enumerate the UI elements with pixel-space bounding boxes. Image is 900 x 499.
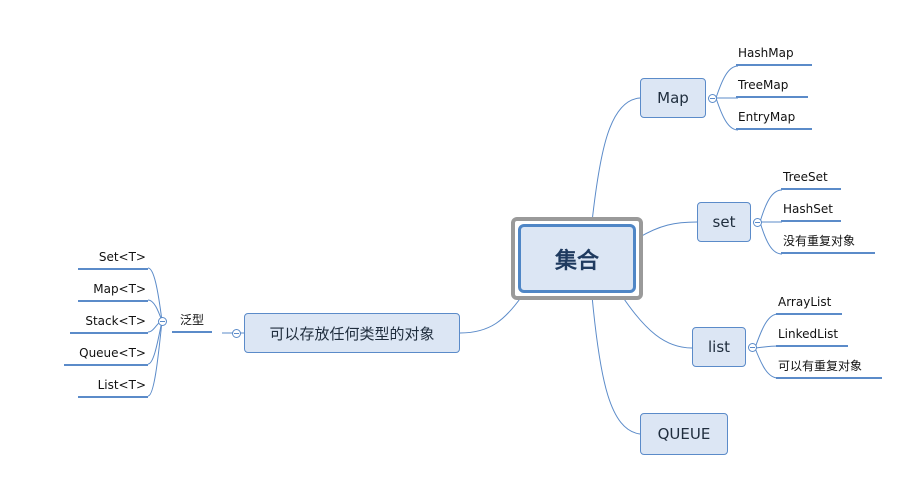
connector-center-set (637, 221, 698, 239)
leaf-linkedlist[interactable]: LinkedList (776, 327, 848, 347)
leaf-stack-t[interactable]: Stack<T> (70, 314, 148, 334)
connector-set-treeset (759, 189, 783, 223)
leaf-no-repeat-objects[interactable]: 没有重复对象 (781, 234, 875, 254)
branch-list[interactable]: list (692, 327, 746, 367)
leaf-set-t[interactable]: Set<T> (78, 250, 148, 270)
connector-map-hashmap (715, 65, 739, 99)
collapse-map-icon[interactable] (708, 94, 717, 103)
connector-center-queue (591, 295, 641, 435)
connector-center-map (591, 97, 641, 223)
leaf-entrymap[interactable]: EntryMap (736, 110, 812, 130)
collapse-list-icon[interactable] (748, 343, 757, 352)
leaf-hashmap[interactable]: HashMap (736, 46, 812, 66)
center-node[interactable]: 集合 (518, 224, 636, 293)
leaf-repeat-objects[interactable]: 可以有重复对象 (776, 359, 882, 379)
leaf-queue-t[interactable]: Queue<T> (64, 346, 148, 366)
leaf-list-t[interactable]: List<T> (78, 378, 148, 398)
leaf-treemap[interactable]: TreeMap (736, 78, 808, 98)
leaf-hashset[interactable]: HashSet (781, 202, 841, 222)
leaf-treeset[interactable]: TreeSet (781, 170, 841, 190)
generic-label[interactable]: 泛型 (172, 313, 213, 333)
collapse-set-icon[interactable] (753, 218, 762, 227)
connector-map-entrymap (715, 97, 739, 131)
connector-list-linkedlist (754, 345, 779, 349)
collapse-generic-icon[interactable] (158, 317, 167, 326)
branch-any-type[interactable]: 可以存放任何类型的对象 (244, 313, 460, 353)
branch-map[interactable]: Map (640, 78, 706, 118)
branch-set[interactable]: set (697, 202, 751, 242)
leaf-map-t[interactable]: Map<T> (78, 282, 148, 302)
connector-list-arraylist (754, 313, 779, 349)
branch-queue[interactable]: QUEUE (640, 413, 728, 455)
connector-generic-list (147, 320, 163, 397)
leaf-arraylist[interactable]: ArrayList (776, 295, 842, 315)
connector-center-any (459, 295, 523, 334)
connector-generic-set (147, 267, 163, 322)
connector-set-norepeat (759, 221, 783, 255)
connector-list-repeat (754, 347, 779, 379)
collapse-any-type-icon[interactable] (232, 329, 241, 338)
connector-center-list (621, 295, 693, 349)
